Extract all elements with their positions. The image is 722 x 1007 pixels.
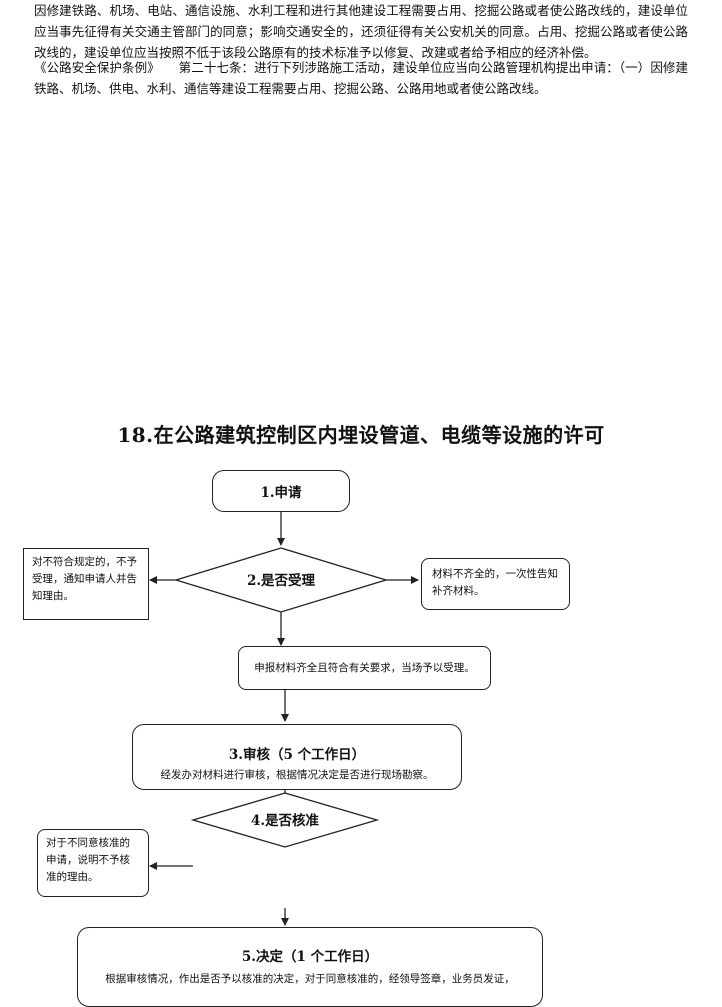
step-1-label: 1.申请 [260, 485, 302, 501]
supplement-notice-text: 材料不齐全的，一次性告知补齐材料。 [432, 568, 558, 597]
accept-text: 申报材料齐全且符合有关要求，当场予以受理。 [254, 661, 475, 674]
supplement-notice-box: 材料不齐全的，一次性告知补齐材料。 [421, 558, 570, 610]
step-5-title: 5.决定（1 个工作日） [241, 949, 379, 965]
body-paragraph-1: 因修建铁路、机场、电站、通信设施、水利工程和进行其他建设工程需要占用、挖掘公路或… [34, 3, 688, 60]
step-3-title: 3.审核（5 个工作日） [228, 747, 366, 763]
step-5-desc: 根据审核情况，作出是否予以核准的决定，对于同意核准的，经领导签章，业务员发证， [105, 973, 515, 985]
step-1-apply-box: 1.申请 [212, 470, 350, 512]
body-paragraph-2: 《公路安全保护条例》 第二十七条：进行下列涉路施工活动，建设单位应当向公路管理机… [34, 60, 688, 96]
accept-box: 申报材料齐全且符合有关要求，当场予以受理。 [238, 646, 491, 690]
step-5-decision-box: 5.决定（1 个工作日） 根据审核情况，作出是否予以核准的决定，对于同意核准的，… [77, 927, 543, 1007]
not-approved-text: 对于不同意核准的申请，说明不予核准的理由。 [46, 837, 130, 883]
step-4-label: 4.是否核准 [250, 813, 320, 829]
reject-notice-text: 对不符合规定的，不予受理，通知申请人并告知理由。 [32, 556, 137, 602]
reject-notice-box: 对不符合规定的，不予受理，通知申请人并告知理由。 [23, 548, 149, 620]
decision-diamond-4 [190, 792, 380, 848]
flowchart-title: 18.在公路建筑控制区内埋设管道、电缆等设施的许可 [117, 423, 605, 447]
step-2-label: 2.是否受理 [246, 573, 316, 589]
flowchart-diagram [149, 512, 419, 926]
step-3-desc: 经发办对材料进行审核，根据情况决定是否进行现场勘察。 [160, 769, 434, 781]
step-3-review-box: 3.审核（5 个工作日） 经发办对材料进行审核，根据情况决定是否进行现场勘察。 [132, 724, 462, 790]
not-approved-box: 对于不同意核准的申请，说明不予核准的理由。 [37, 829, 149, 897]
